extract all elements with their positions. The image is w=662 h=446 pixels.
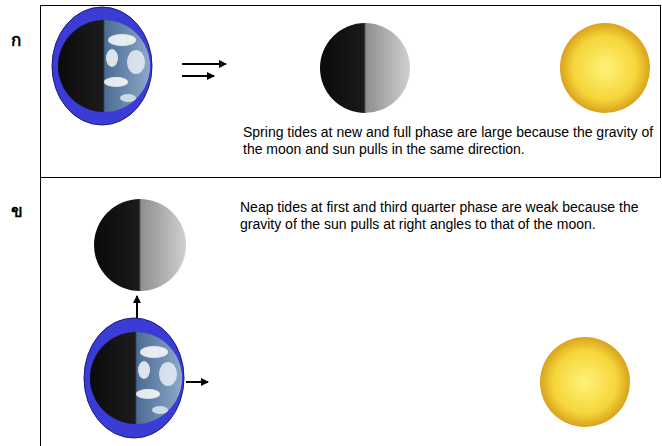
sun bbox=[540, 337, 630, 427]
moon bbox=[320, 23, 410, 113]
pull-arrow bbox=[136, 296, 138, 318]
caption-text: Spring tides at new and full phase are l… bbox=[243, 124, 657, 158]
earth-figure bbox=[52, 7, 152, 125]
tidal-bulge bbox=[52, 7, 152, 125]
earth bbox=[58, 20, 150, 112]
pull-arrow bbox=[182, 75, 214, 77]
earth bbox=[90, 332, 182, 424]
earth-figure bbox=[84, 318, 184, 438]
panel-frame: กSpring tides at new and full phase are … bbox=[40, 5, 661, 178]
pull-arrow bbox=[182, 63, 226, 65]
tidal-bulge bbox=[84, 318, 184, 438]
panel-letter: ข bbox=[11, 201, 23, 221]
panel-letter: ก bbox=[11, 30, 21, 50]
sun bbox=[560, 23, 650, 113]
pull-arrow bbox=[186, 381, 208, 383]
caption-text: Neap tides at first and third quarter ph… bbox=[240, 199, 656, 233]
moon bbox=[94, 199, 186, 291]
panel-frame: ขNeap tides at first and third quarter p… bbox=[40, 177, 662, 446]
